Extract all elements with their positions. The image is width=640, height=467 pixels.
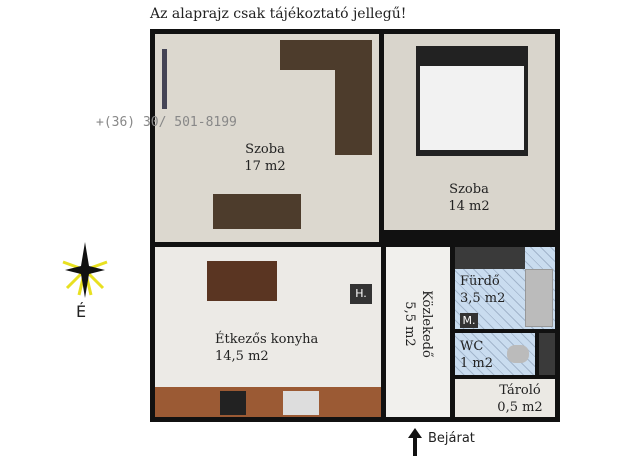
room-name: Fürdő bbox=[460, 274, 500, 289]
room-area: 1 m2 bbox=[460, 356, 494, 371]
room-name: WC bbox=[460, 339, 484, 354]
toilet-icon bbox=[507, 345, 529, 363]
room-area: 3,5 m2 bbox=[460, 291, 506, 306]
room-living: Szoba 17 m2 bbox=[155, 34, 379, 242]
room-area: 5,5 m2 bbox=[402, 301, 417, 347]
room-living-label: Szoba 17 m2 bbox=[225, 141, 305, 175]
dining-table-icon bbox=[207, 261, 277, 301]
stove-icon bbox=[220, 391, 246, 415]
sofa-icon bbox=[335, 40, 372, 155]
floor-plan: Szoba 17 m2 Szoba 14 m2 H. Étkezős konyha 1… bbox=[150, 29, 560, 422]
room-area: 17 m2 bbox=[244, 159, 286, 174]
sofa-icon bbox=[213, 194, 301, 229]
room-bedroom: Szoba 14 m2 bbox=[384, 34, 555, 230]
room-wc: WC 1 m2 bbox=[455, 333, 535, 375]
disclaimer-title: Az alaprajz csak tájékoztató jellegű! bbox=[150, 6, 407, 22]
room-name: Szoba bbox=[449, 182, 489, 197]
room-area: 14,5 m2 bbox=[215, 349, 269, 364]
room-name: Szoba bbox=[245, 142, 285, 157]
sink-icon bbox=[283, 391, 319, 415]
room-bathroom-label: Fürdő 3,5 m2 bbox=[460, 273, 505, 307]
bed-icon bbox=[416, 46, 528, 156]
room-name: Étkezős konyha bbox=[215, 332, 319, 347]
meter-tag: M. bbox=[460, 313, 478, 328]
room-wc-label: WC 1 m2 bbox=[460, 338, 493, 372]
entrance-arrow-icon bbox=[408, 428, 422, 456]
bathroom-wall-block bbox=[455, 247, 525, 269]
tv-icon bbox=[162, 49, 167, 109]
compass-north-label: É bbox=[76, 302, 87, 321]
bathtub-icon bbox=[525, 269, 553, 327]
room-area: 0,5 m2 bbox=[497, 400, 543, 415]
entrance-label: Bejárat bbox=[428, 431, 475, 446]
room-name: Tároló bbox=[499, 383, 541, 398]
room-area: 14 m2 bbox=[448, 199, 490, 214]
wc-wall-block bbox=[539, 333, 555, 375]
room-bedroom-label: Szoba 14 m2 bbox=[429, 181, 509, 215]
phone-number: +(36) 30/ 501-8199 bbox=[96, 115, 237, 130]
room-storage-label: Tároló 0,5 m2 bbox=[485, 382, 555, 416]
compass-icon bbox=[62, 242, 108, 298]
room-kitchen-label: Étkezős konyha 14,5 m2 bbox=[215, 331, 318, 365]
kitchen-counter bbox=[155, 387, 381, 417]
room-name: Közlekedő bbox=[419, 290, 434, 358]
room-storage: Tároló 0,5 m2 bbox=[455, 379, 555, 417]
heater-tag: H. bbox=[350, 284, 372, 304]
